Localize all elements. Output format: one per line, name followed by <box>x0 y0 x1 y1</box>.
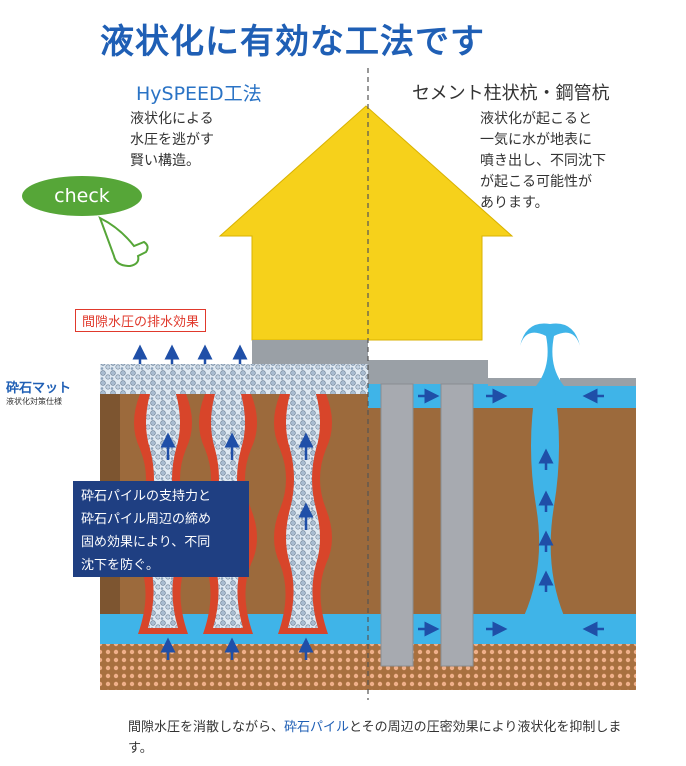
drain-effect-label: 間隙水圧の排水効果 <box>75 309 207 332</box>
pointing-hand-icon <box>98 215 149 268</box>
right-description: 液状化が起こると 一気に水が地表に 噴き出し、不同沈下 が起こる可能性が ありま… <box>480 111 606 211</box>
gravel-mat-sublabel: 液状化対策仕様 <box>6 397 62 406</box>
support-explanation-box: 砕石パイルの支持力と 砕石パイル周辺の締め 固め効果により、不同 沈下を防ぐ。 <box>73 481 249 577</box>
water-fountain-icon <box>520 323 580 386</box>
cracked-surface <box>488 378 544 386</box>
house-icon <box>218 105 514 384</box>
cracked-surface <box>560 378 636 386</box>
footer-part1: 間隙水圧を消散しながら、 <box>128 720 285 735</box>
gravel-mat <box>100 364 368 394</box>
right-arrow-icon <box>418 388 508 637</box>
check-badge-icon: check <box>22 176 142 216</box>
footer-highlight: 砕石パイル <box>284 720 350 735</box>
steel-pile <box>440 383 474 667</box>
page-title: 液状化に有効な工法です <box>100 22 485 62</box>
footer-part2: とその周辺の圧密効果により液状化を抑制します。 <box>128 720 622 756</box>
footer-caption: 間隙水圧を消散しながら、砕石パイルとその周辺の圧密効果により液状化を抑制します。 <box>128 717 628 759</box>
left-description: 液状化による 水圧を逃がす 賢い構造。 <box>130 111 214 169</box>
gravel-mat-label: 砕石マット <box>6 381 72 396</box>
left-arrow-icon <box>582 388 604 637</box>
steel-pile <box>380 383 414 667</box>
left-heading: HySPEED工法 <box>136 83 262 105</box>
right-heading: セメント柱状杭・鋼管杭 <box>412 83 610 104</box>
